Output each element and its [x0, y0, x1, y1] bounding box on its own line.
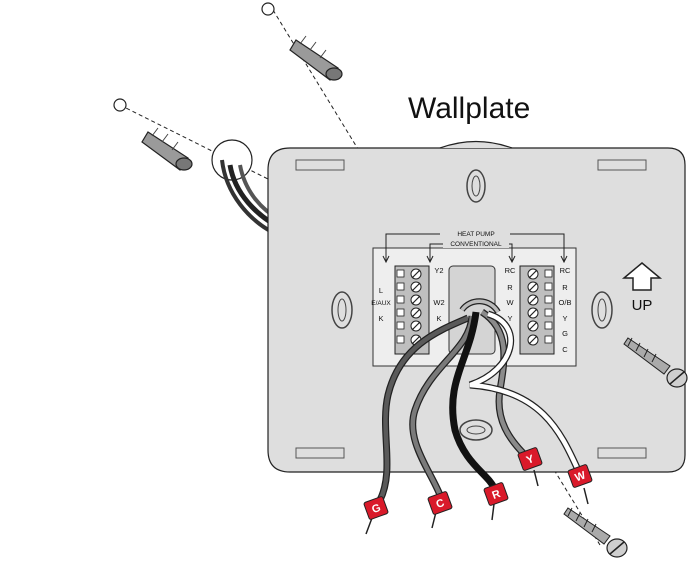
right-outer-label-3: Y: [562, 314, 567, 323]
wall-anchor-top: [289, 35, 343, 81]
right-outer-label-5: C: [562, 345, 568, 354]
right-outer-label-1: R: [562, 283, 568, 292]
right-outer-label-4: G: [562, 329, 568, 338]
left-outer-label-2: K: [378, 314, 383, 323]
heat-pump-label: HEAT PUMP: [457, 231, 494, 238]
right-inner-label-1: R: [507, 283, 513, 292]
wallplate-body: [267, 140, 686, 473]
up-arrow-icon: [621, 262, 663, 291]
right-terminal-block: [519, 265, 555, 355]
wire-tag-w: W: [567, 464, 593, 488]
left-inner-label-0: Y2: [434, 266, 443, 275]
wire-tag-c-label: C: [435, 497, 447, 511]
wire-tag-r-label: R: [491, 488, 503, 502]
left-outer-label-0: L: [379, 286, 383, 295]
anchor-hole-left: [113, 98, 127, 112]
conventional-label-bg: [443, 238, 509, 248]
wire-tag-g: G: [363, 496, 389, 520]
diagram-title: Wallplate: [408, 92, 530, 125]
right-outer-label-2: O/B: [559, 298, 572, 307]
wire-tag-g-label: G: [370, 502, 382, 516]
wall-anchor-left: [141, 127, 193, 171]
right-inner-label-0: RC: [505, 266, 516, 275]
left-outer-label-1: E/AUX: [371, 300, 391, 307]
wire-ends: [365, 469, 589, 535]
wire-tag-y-label: Y: [525, 453, 537, 467]
right-inner-label-3: Y: [507, 314, 512, 323]
right-outer-label-0: RC: [560, 266, 571, 275]
wire-tag-y: Y: [517, 447, 543, 471]
left-inner-label-2: K: [436, 314, 441, 323]
wire-tag-w-label: W: [573, 469, 587, 484]
wire-tag-r: R: [483, 482, 509, 506]
wires: [376, 298, 582, 502]
anchor-hole-top: [261, 2, 275, 16]
heat-pump-label-bg: [440, 228, 510, 238]
screw-right: [623, 337, 688, 388]
conventional-label: CONVENTIONAL: [450, 241, 502, 248]
screw-bottom: [563, 507, 628, 558]
up-label: UP: [632, 297, 653, 314]
left-inner-label-1: W2: [433, 298, 444, 307]
wire-tag-c: C: [427, 491, 453, 515]
right-inner-label-2: W: [506, 298, 514, 307]
